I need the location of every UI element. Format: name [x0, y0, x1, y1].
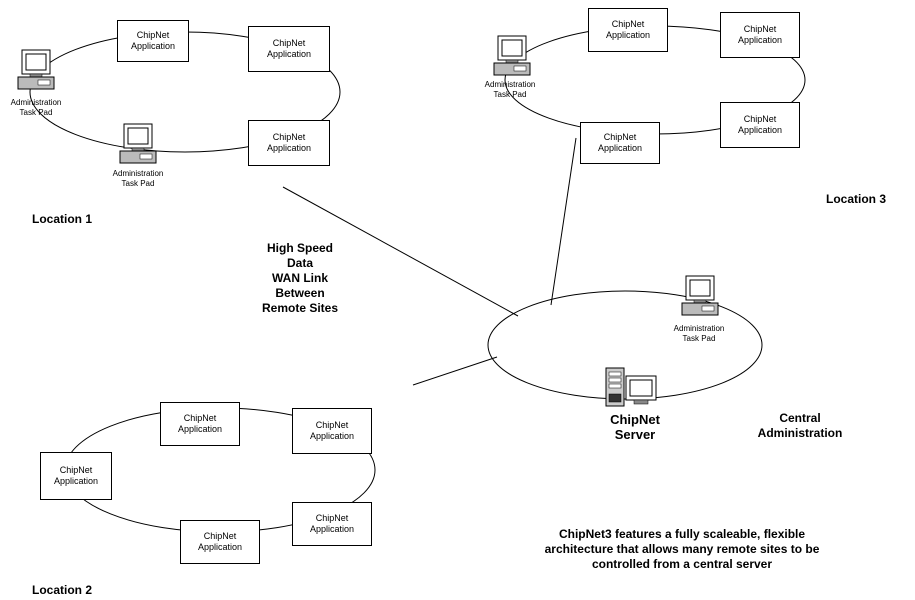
location-1-admin-pc	[16, 48, 56, 99]
location-2-app-1: ChipNet Application	[160, 402, 240, 446]
location-3-app-3: ChipNet Application	[720, 102, 800, 148]
chipnet-server	[604, 366, 660, 415]
computer-icon	[681, 275, 719, 316]
location-2-app-3: ChipNet Application	[40, 452, 112, 500]
location-1-admin-pc-2	[118, 122, 158, 173]
location-2-app-5: ChipNet Application	[180, 520, 260, 564]
location-1-admin-label-2: Administration Task Pad	[112, 169, 164, 188]
wan-link-location-3	[550, 137, 577, 306]
location-1-app-2: ChipNet Application	[248, 26, 330, 72]
wan-link-location-1	[282, 186, 519, 317]
computer-icon	[493, 35, 531, 76]
server-icon	[605, 367, 657, 407]
server-label: ChipNet Server	[610, 412, 660, 442]
location-3-app-1: ChipNet Application	[588, 8, 668, 52]
wan-link-location-2	[412, 356, 498, 386]
location-1-label: Location 1	[32, 212, 93, 226]
central-admin-pc	[680, 274, 720, 325]
location-2-app-4: ChipNet Application	[292, 502, 372, 546]
location-1-app-1: ChipNet Application	[117, 20, 189, 62]
location-3-label: Location 3	[826, 192, 887, 206]
location-3-app-4: ChipNet Application	[580, 122, 660, 164]
location-2-app-2: ChipNet Application	[292, 408, 372, 454]
location-1-app-3: ChipNet Application	[248, 120, 330, 166]
central-admin-label: Administration Task Pad	[673, 324, 725, 343]
computer-icon	[17, 49, 55, 90]
location-2-label: Location 2	[32, 583, 93, 597]
caption: ChipNet3 features a fully scaleable, fle…	[544, 527, 820, 571]
wan-link-label: High Speed Data WAN Link Between Remote …	[261, 241, 339, 315]
central-admin-title: Central Administration	[757, 411, 843, 440]
location-1-admin-label: Administration Task Pad	[10, 98, 62, 117]
computer-icon	[119, 123, 157, 164]
central-ring	[487, 290, 763, 400]
location-3-admin-label: Administration Task Pad	[484, 80, 536, 99]
location-3-admin-pc	[492, 34, 532, 85]
location-3-app-2: ChipNet Application	[720, 12, 800, 58]
